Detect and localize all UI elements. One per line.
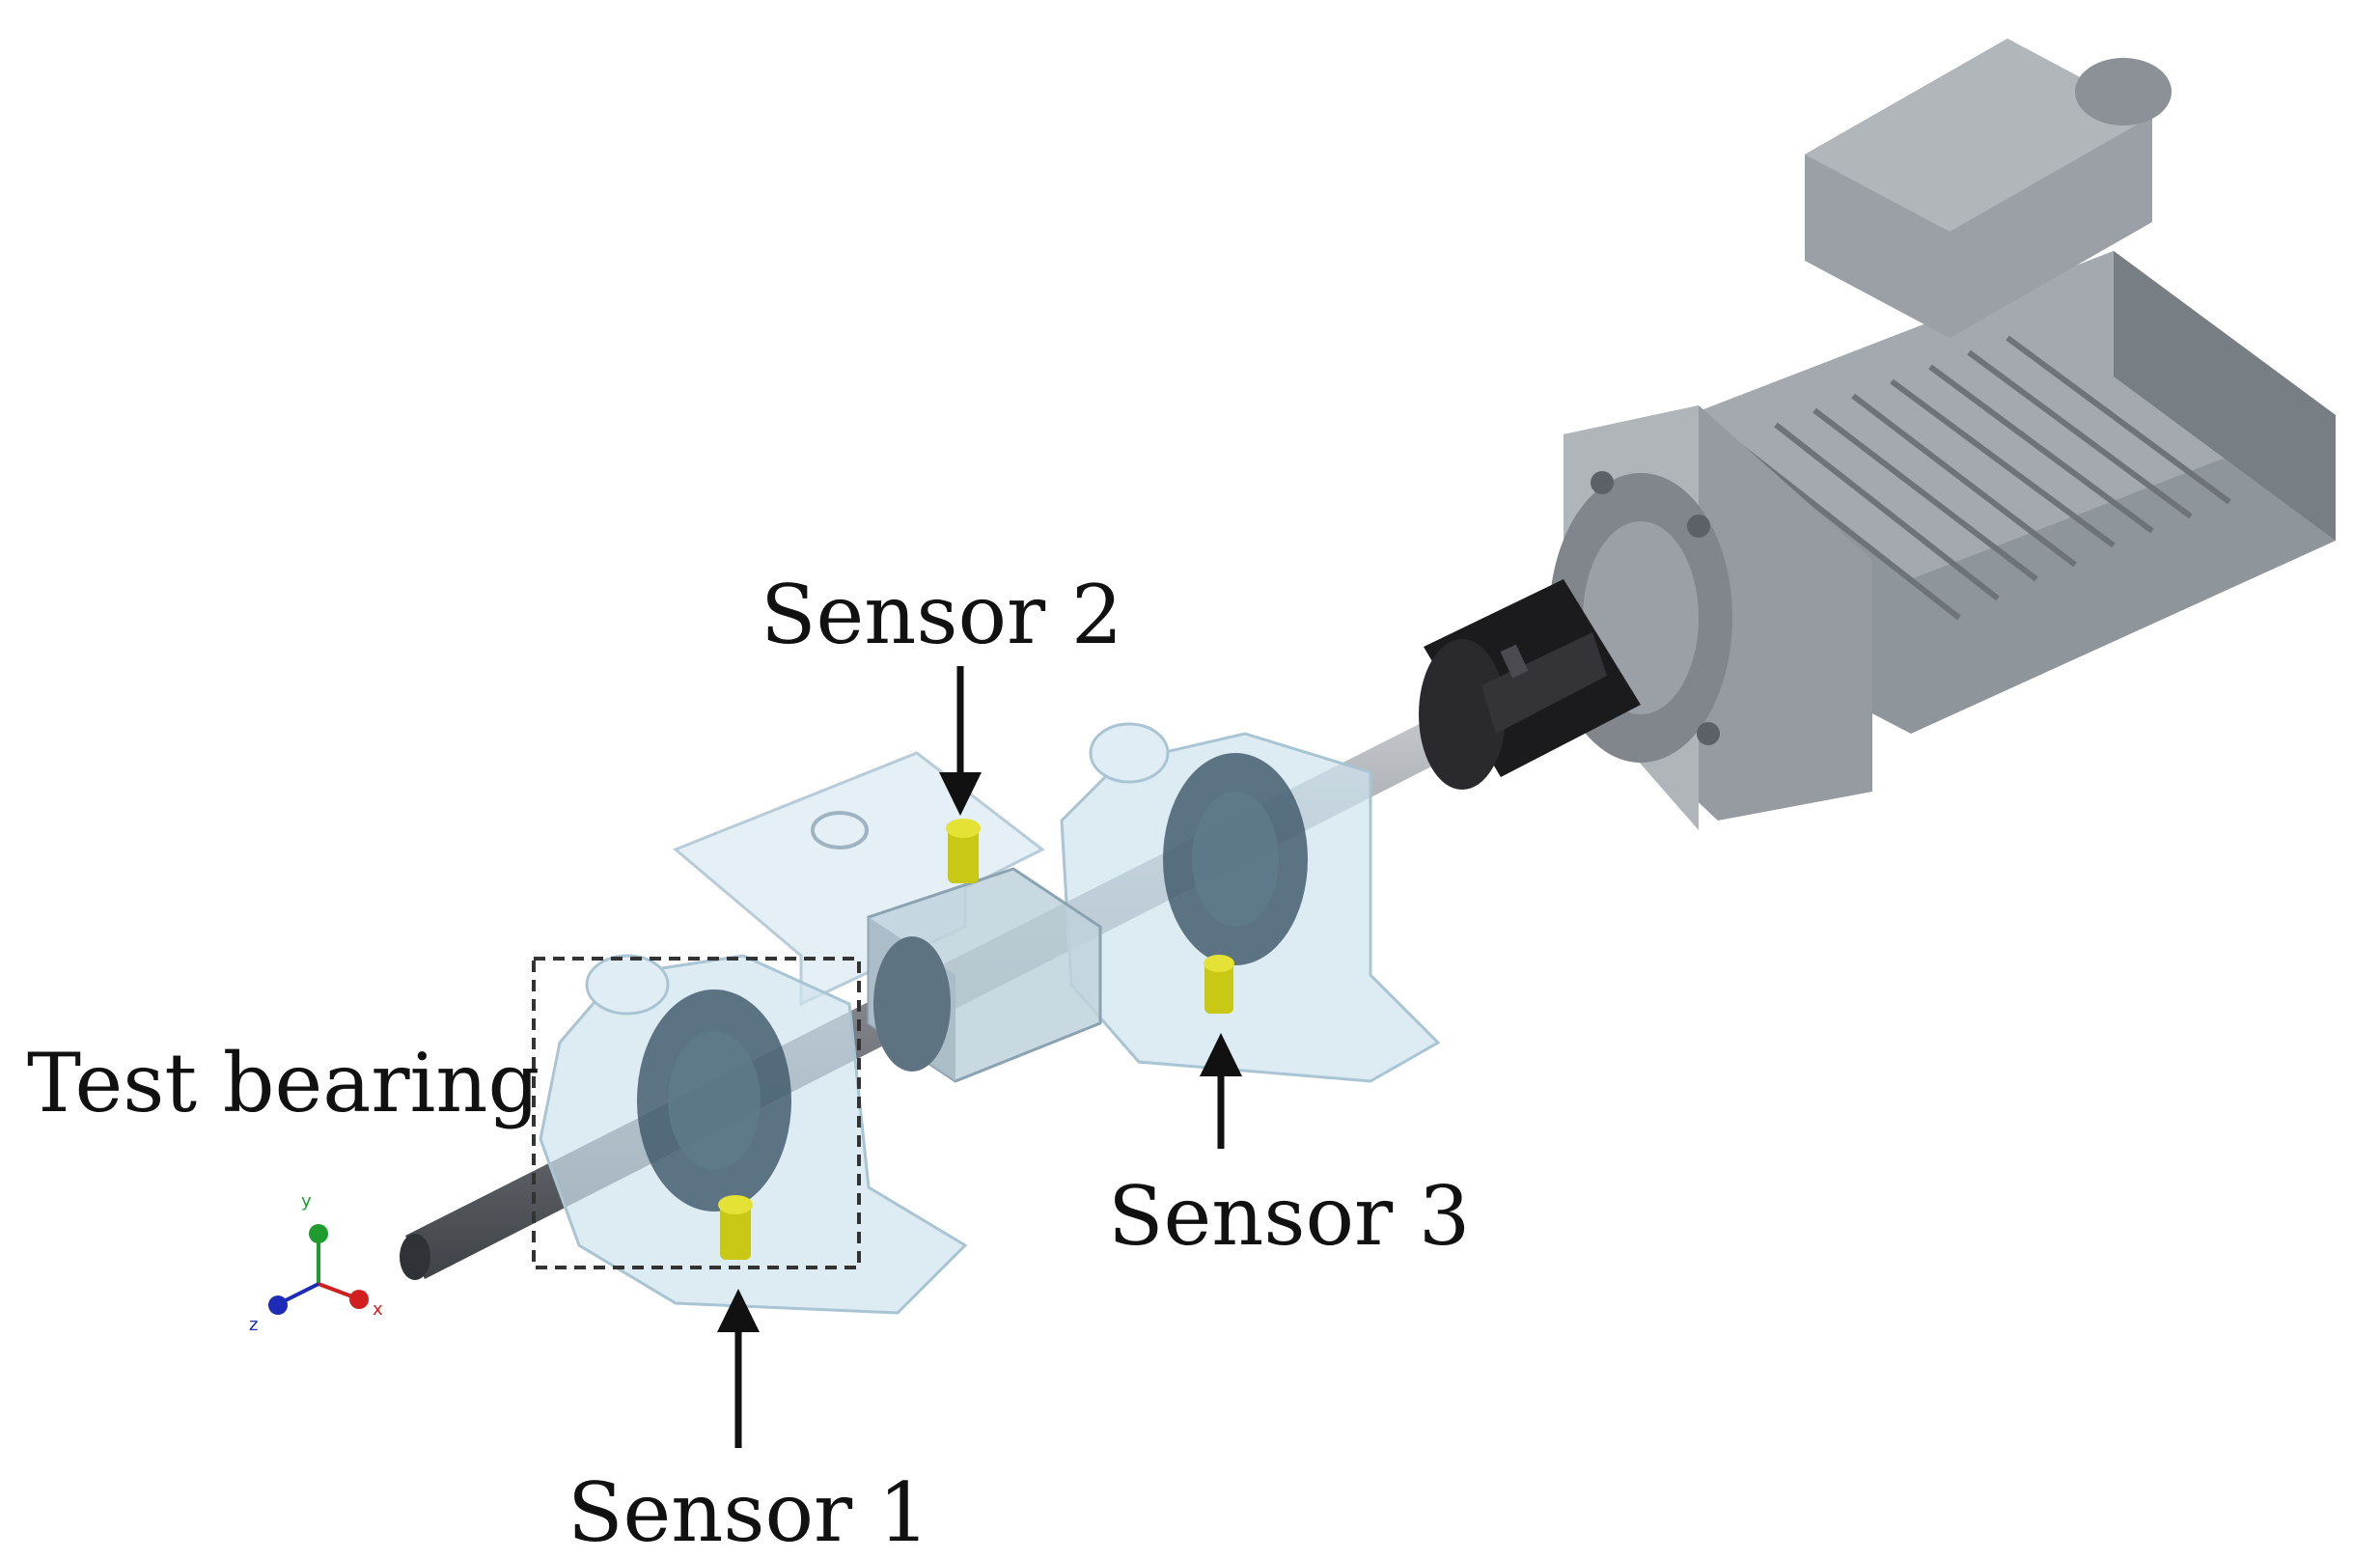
sensor-1-arrow [717,1289,760,1448]
coupling [1419,579,1641,790]
sensor-2-body [946,819,981,883]
test-bearing-highlight-box [532,957,861,1269]
axis-y-label: y [301,1191,312,1212]
middle-bearing-block [867,867,1102,1083]
motor [1549,39,2336,830]
axis-triad: y x z [249,1191,383,1335]
sensor-1-body [718,1195,753,1260]
axis-z-label: z [249,1315,258,1335]
sensor-1-label: Sensor 1 [567,1465,930,1560]
sensor-3-body [1204,955,1234,1014]
sensor-2-label: Sensor 2 [761,568,1123,662]
right-bearing-housing [1060,722,1441,1083]
sensor-2-arrow [939,666,982,816]
sensor-3-label: Sensor 3 [1108,1169,1471,1264]
test-bearing-label: Test bearing [27,1036,540,1130]
sensor-3-arrow [1200,1033,1242,1149]
axis-x-label: x [373,1299,383,1320]
